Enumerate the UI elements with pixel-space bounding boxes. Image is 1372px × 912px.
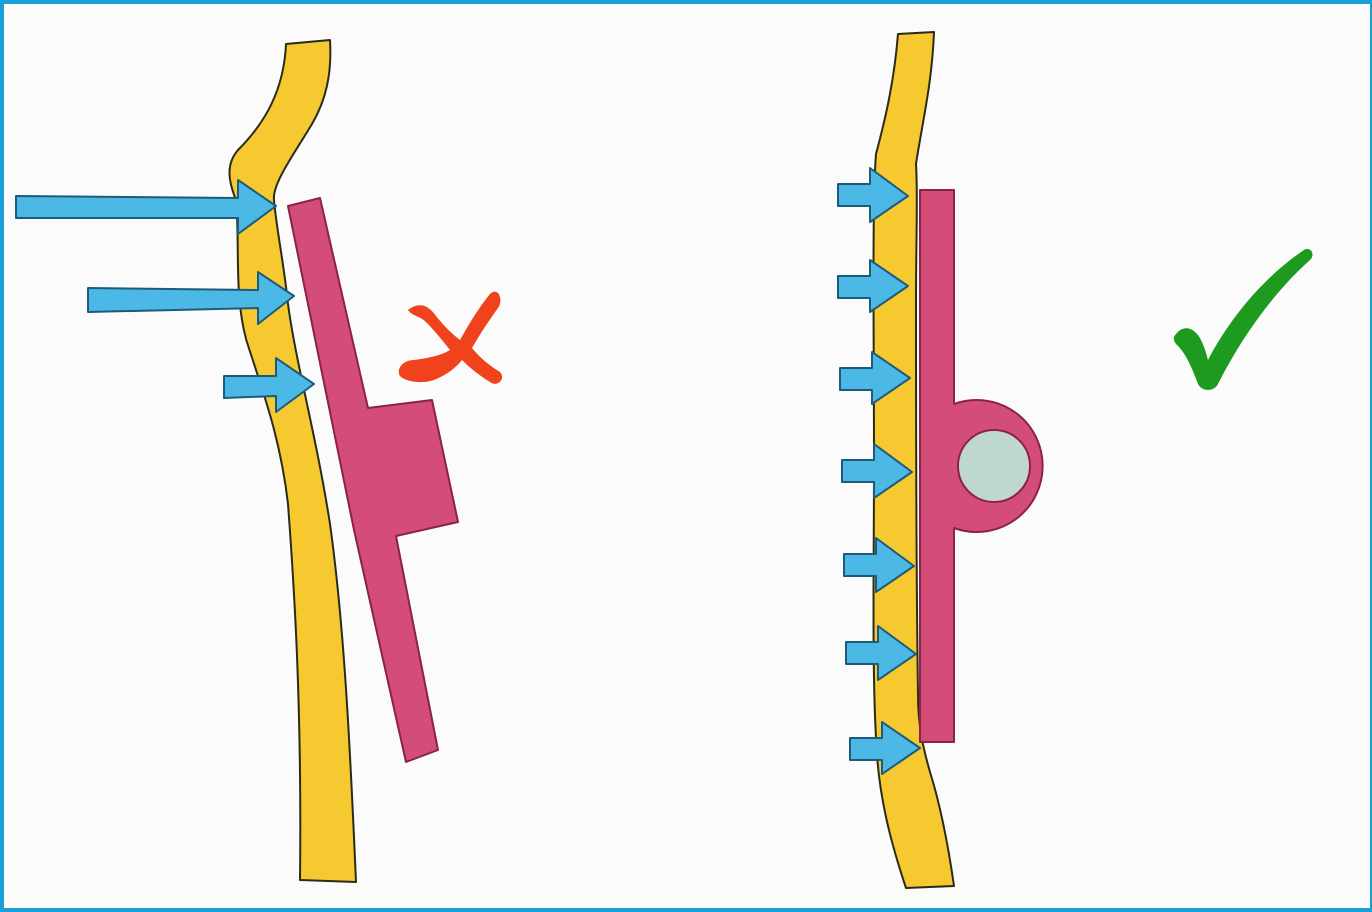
diagram-svg bbox=[4, 4, 1370, 908]
panel-correct bbox=[838, 32, 1312, 888]
cross-mark-icon bbox=[399, 292, 502, 384]
panel-incorrect bbox=[16, 40, 502, 882]
pressure-arrow bbox=[16, 180, 276, 234]
check-mark-icon bbox=[1174, 249, 1313, 390]
pivot-pin bbox=[958, 430, 1030, 502]
body-surface-left bbox=[230, 40, 357, 882]
pressure-arrow bbox=[88, 272, 294, 324]
